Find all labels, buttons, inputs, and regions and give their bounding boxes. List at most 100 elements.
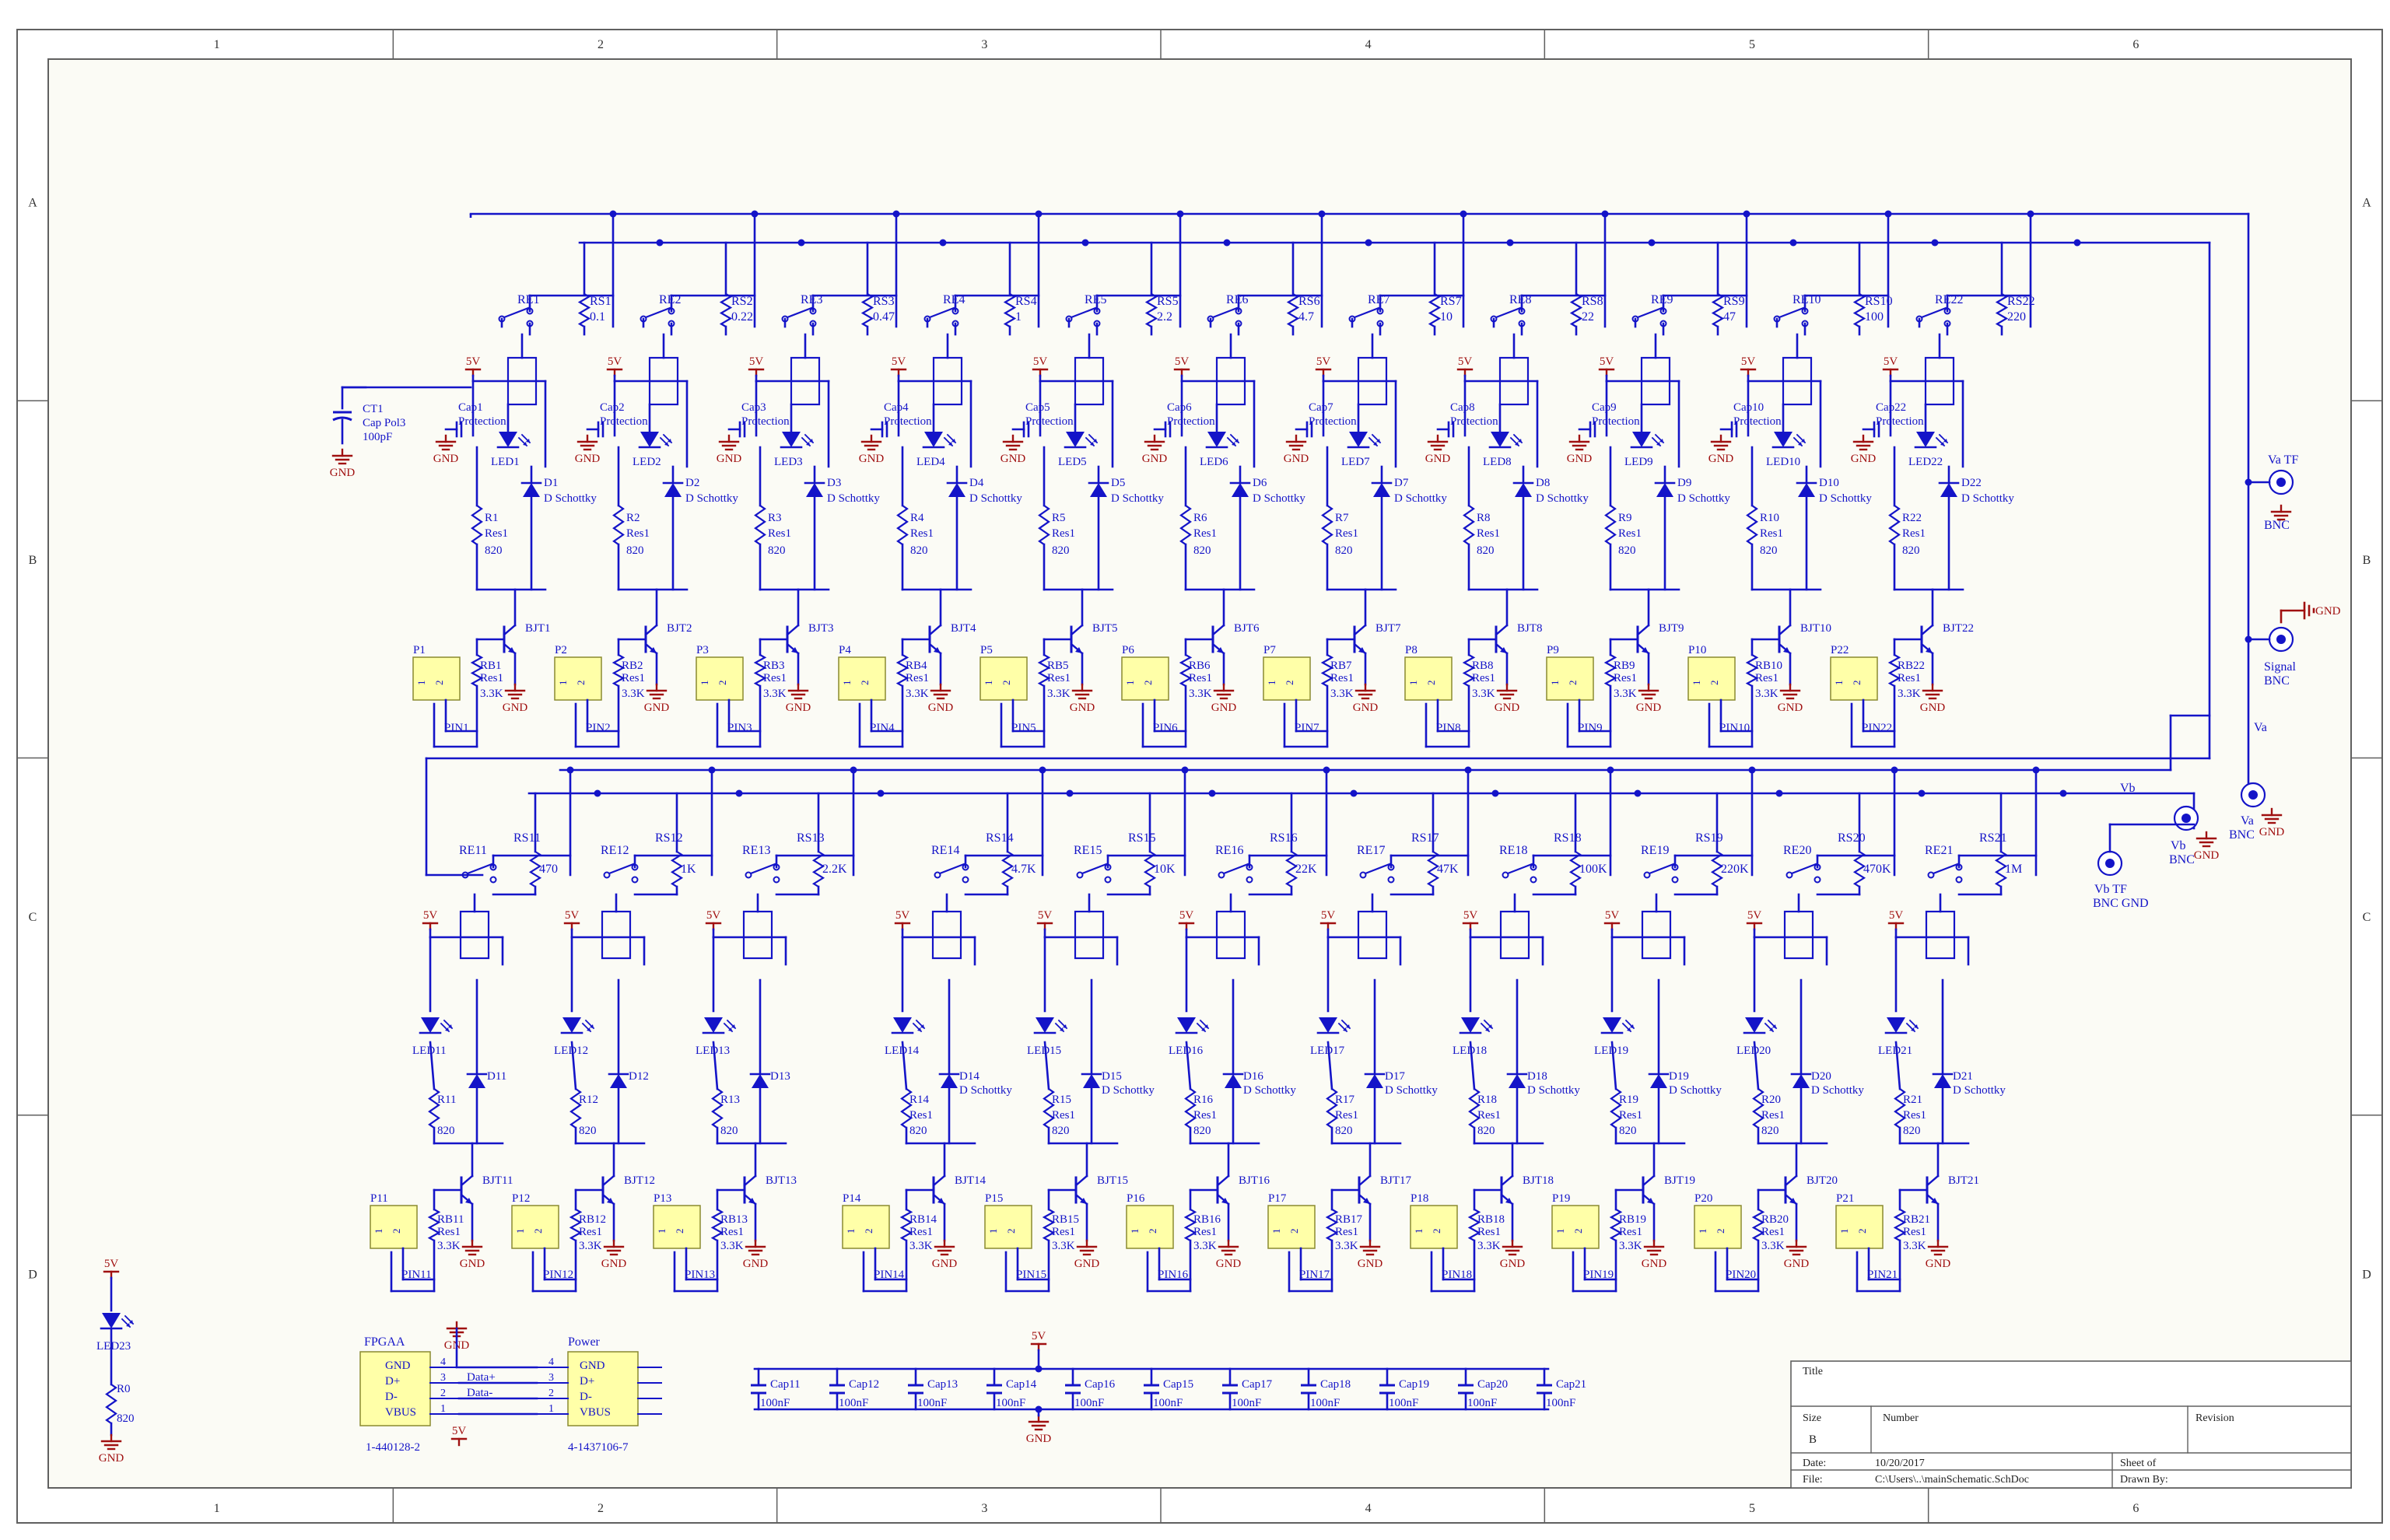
gnd-label: GND bbox=[575, 453, 601, 465]
resistor bbox=[1745, 654, 1759, 687]
rb-type: Res1 bbox=[1472, 672, 1495, 684]
connector-part: 1-440128-2 bbox=[366, 1441, 420, 1454]
resistor-type: Res1 bbox=[1193, 527, 1217, 540]
resistor bbox=[1428, 293, 1442, 327]
cap-ref: Cap5 bbox=[1025, 401, 1050, 414]
bnc-pin bbox=[2181, 814, 2191, 823]
resistor-value: 820 bbox=[485, 544, 503, 557]
resistor-ref: R21 bbox=[1903, 1094, 1922, 1106]
vcc-label: 5V bbox=[466, 355, 481, 368]
arrow-head bbox=[1627, 1027, 1631, 1031]
rb-type: Res1 bbox=[720, 1226, 744, 1238]
gnd-symbol: GND bbox=[1216, 1239, 1241, 1270]
rb-ref: RB19 bbox=[1619, 1213, 1646, 1226]
pin-number: 1 bbox=[1270, 1229, 1282, 1234]
gnd-symbol: GND bbox=[1567, 434, 1592, 465]
relay-ref: RE1 bbox=[517, 293, 539, 306]
vcc-label: 5V bbox=[1033, 355, 1048, 368]
diode-ref: D17 bbox=[1385, 1070, 1405, 1083]
vcc-symbol: 5V bbox=[1882, 355, 1899, 377]
gnd-symbol: GND bbox=[99, 1433, 124, 1465]
shunt-ref: RS9 bbox=[1723, 295, 1745, 308]
gnd-symbol: GND bbox=[743, 1239, 768, 1270]
cap-note: Protection bbox=[1450, 415, 1498, 428]
header-ref: P9 bbox=[1547, 644, 1559, 656]
resistor bbox=[710, 1209, 724, 1241]
arrow-head bbox=[1235, 439, 1239, 443]
shunt-value: 10 bbox=[1440, 310, 1453, 324]
pin-name: D- bbox=[385, 1391, 398, 1403]
resistor bbox=[1888, 505, 1901, 545]
wire bbox=[1495, 624, 1509, 636]
diode-body bbox=[1090, 483, 1107, 497]
led-body bbox=[1066, 432, 1085, 447]
resistor-ref: R10 bbox=[1760, 512, 1779, 524]
bjt-ref: BJT15 bbox=[1097, 1174, 1128, 1187]
shunt-ref: RS2 bbox=[731, 295, 753, 308]
gnd-symbol: GND bbox=[575, 434, 601, 465]
pin-net-label: PIN10 bbox=[1719, 722, 1750, 734]
resistor-ref: R14 bbox=[909, 1094, 930, 1106]
gnd-symbol: GND bbox=[2259, 807, 2284, 838]
net-label-vb: Vb bbox=[2120, 782, 2136, 795]
pin-number: 1 bbox=[1413, 1229, 1425, 1234]
resistor bbox=[753, 654, 767, 687]
resistor-ref: R15 bbox=[1052, 1094, 1071, 1106]
resistor-type: Res1 bbox=[909, 1109, 933, 1122]
cap-ref: Cap8 bbox=[1450, 401, 1475, 414]
rb-ref: RB9 bbox=[1614, 660, 1635, 672]
relay-ref: RE14 bbox=[931, 844, 959, 857]
diode-type: D Schottky bbox=[1819, 492, 1872, 505]
relay-ref: RE12 bbox=[601, 844, 629, 857]
gnd-symbol: GND bbox=[1500, 1239, 1525, 1270]
rb-ref: RB1 bbox=[480, 660, 502, 672]
gnd-label: GND bbox=[1920, 702, 1946, 714]
vcc-symbol: 5V bbox=[1030, 1330, 1047, 1352]
shunt-ref: RS14 bbox=[986, 831, 1014, 845]
pin-number: 2 bbox=[1572, 1229, 1584, 1234]
shunt-value: 1K bbox=[681, 863, 696, 876]
led-icon bbox=[1064, 432, 1099, 449]
header-body bbox=[838, 656, 886, 701]
pin-number: 1 bbox=[514, 1229, 526, 1234]
rb-ref: RB3 bbox=[763, 660, 785, 672]
row-marker: A bbox=[28, 197, 37, 210]
relay-contact-icon bbox=[1502, 863, 1537, 884]
led-icon bbox=[100, 1313, 135, 1330]
pin-net-label: PIN22 bbox=[1862, 722, 1892, 734]
pin-number: 2 bbox=[440, 1388, 446, 1399]
arrow-head bbox=[1798, 442, 1802, 446]
rb-ref: RB12 bbox=[579, 1213, 606, 1226]
rb-type: Res1 bbox=[622, 672, 645, 684]
header-ref: P12 bbox=[512, 1192, 530, 1205]
junction-dot bbox=[1506, 239, 1514, 247]
resistor bbox=[754, 505, 766, 545]
relay-ref: RE8 bbox=[1509, 293, 1531, 306]
arrow-head bbox=[1772, 1024, 1776, 1028]
shunt-value: 220 bbox=[2007, 310, 2026, 324]
pin-number: 3 bbox=[548, 1372, 554, 1384]
gnd-symbol: GND bbox=[1284, 434, 1309, 465]
led-icon bbox=[1630, 432, 1665, 449]
gnd-label: GND bbox=[1001, 453, 1026, 465]
junction-dot bbox=[1035, 1405, 1043, 1413]
vcc-label: 5V bbox=[1889, 909, 1904, 922]
resistor-ref: R18 bbox=[1477, 1094, 1497, 1106]
header-ref: P3 bbox=[696, 644, 709, 656]
wire bbox=[1222, 863, 1249, 875]
vcc-symbol: 5V bbox=[1603, 909, 1621, 931]
cap-ref: Cap12 bbox=[849, 1378, 879, 1391]
led-icon bbox=[1459, 1017, 1494, 1034]
wire bbox=[1211, 306, 1239, 319]
emitter-arrow bbox=[791, 647, 798, 653]
pin-number: 2 bbox=[548, 1388, 554, 1399]
cap-plate-curved bbox=[332, 416, 352, 422]
arrow-head bbox=[668, 439, 671, 443]
vcc-label: 5V bbox=[1038, 909, 1053, 922]
diode-body bbox=[1515, 483, 1532, 497]
resistor bbox=[1609, 1209, 1623, 1241]
